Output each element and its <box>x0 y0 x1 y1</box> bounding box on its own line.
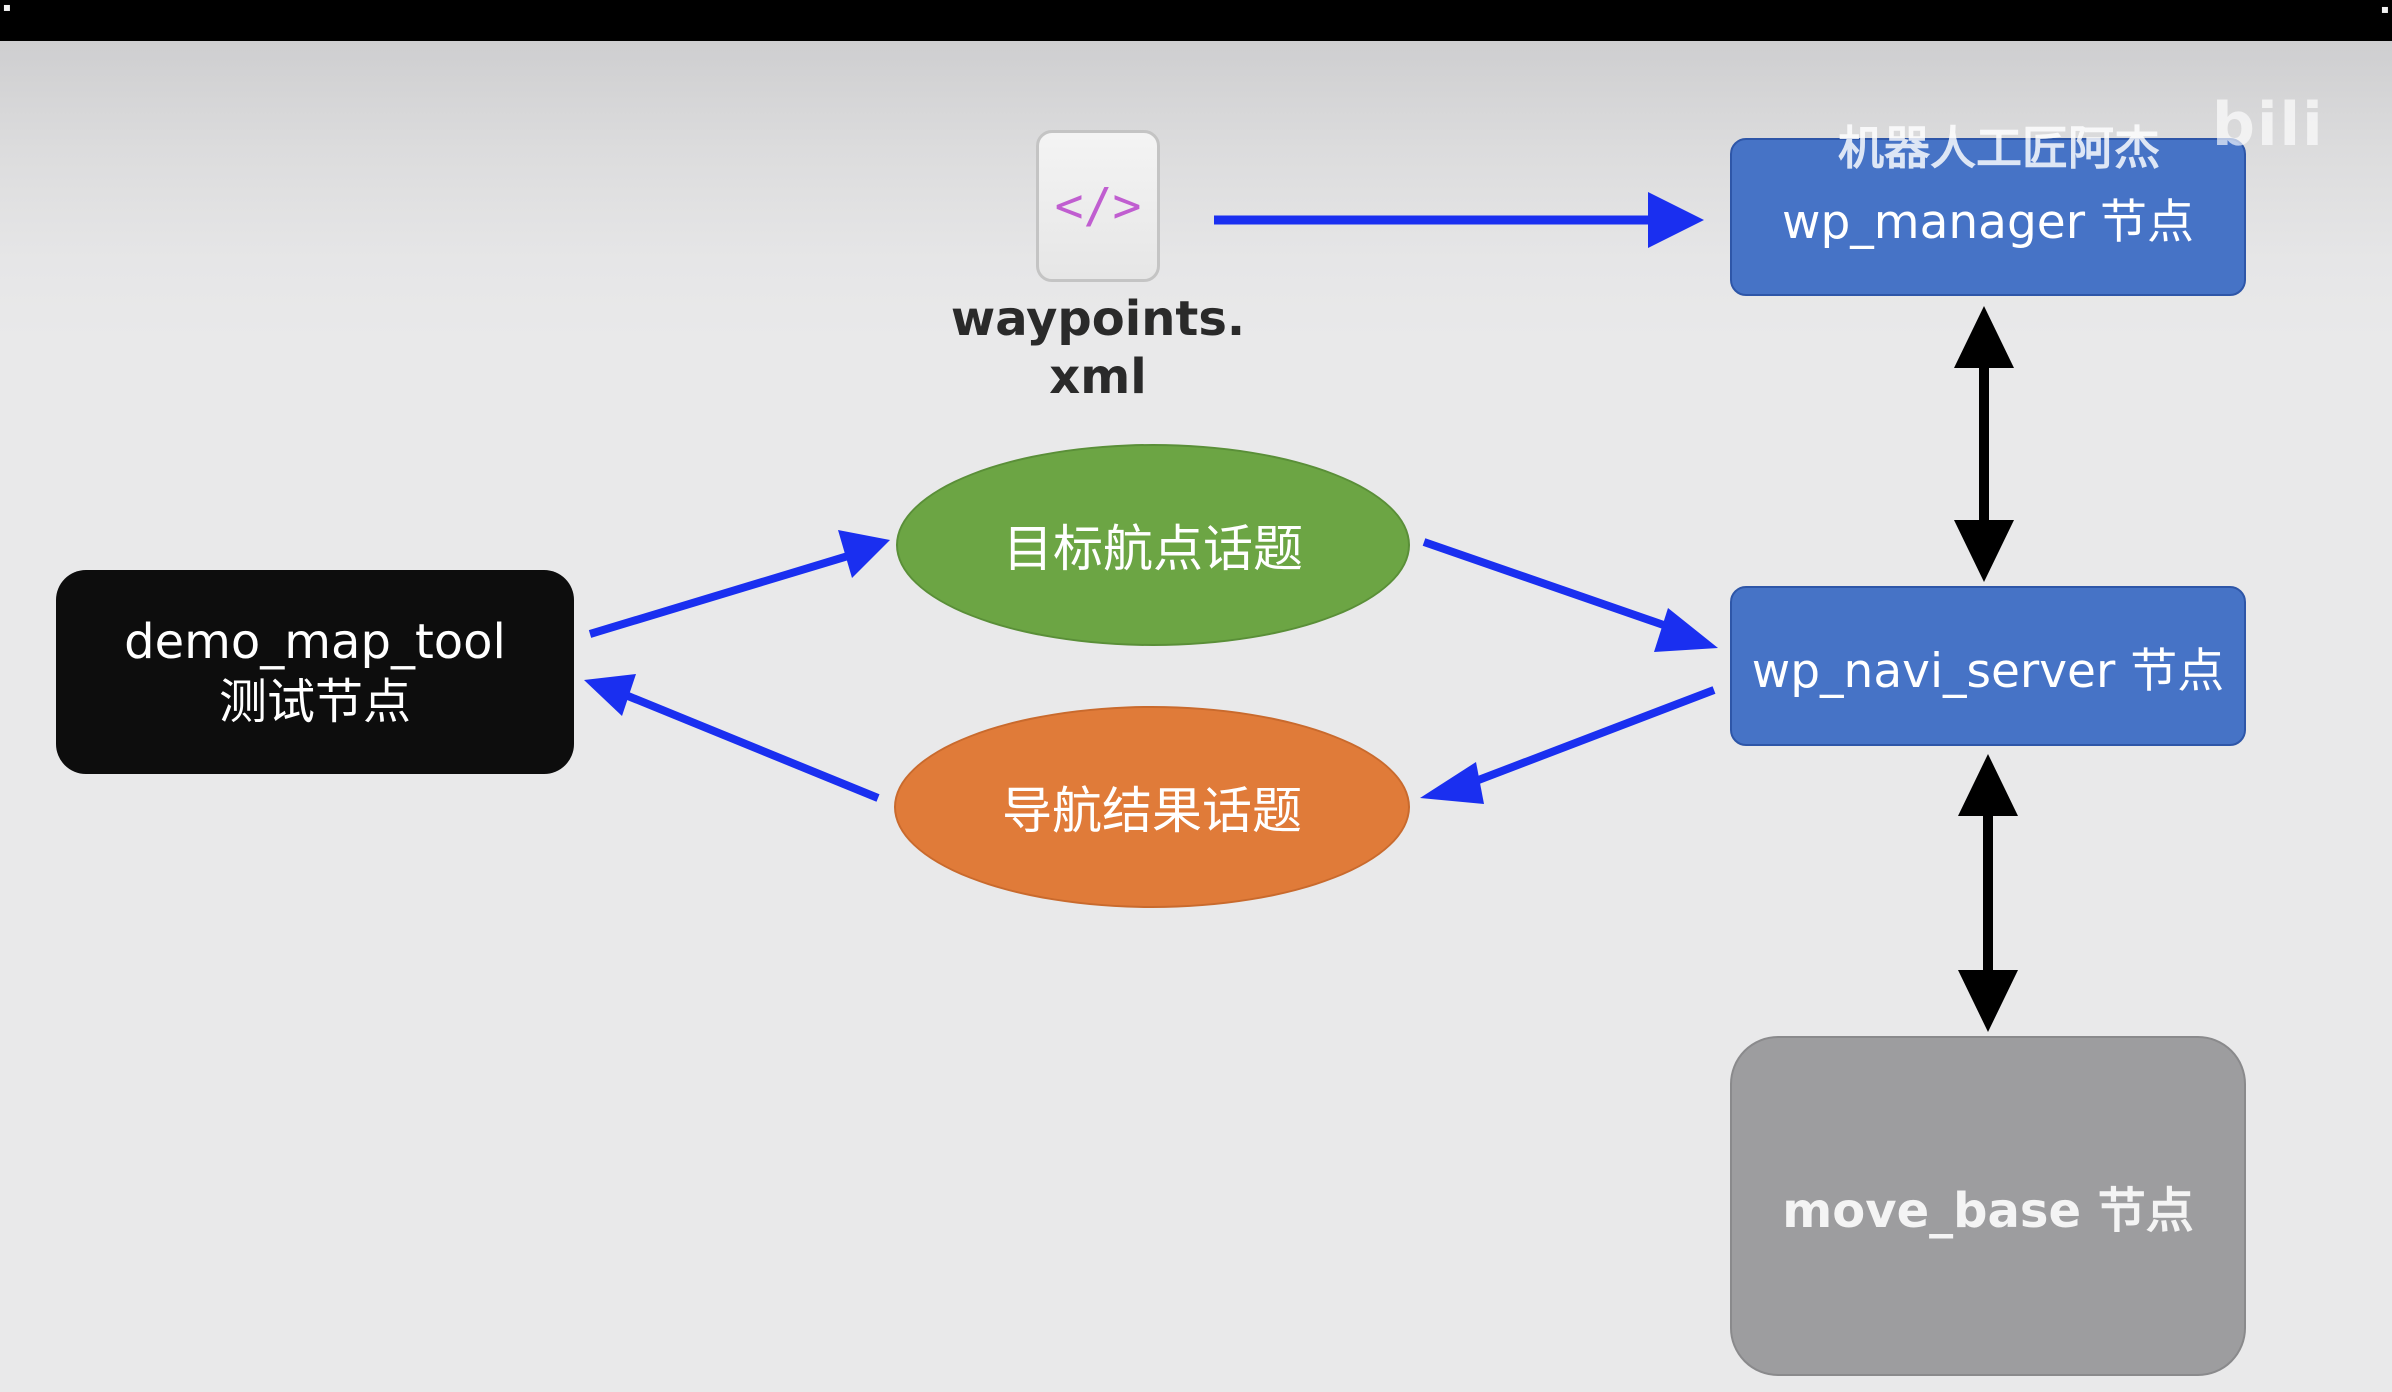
watermark-logo: bili <box>2212 90 2325 160</box>
goal-topic-label: 目标航点话题 <box>1003 520 1303 578</box>
demo-node-line2: 测试节点 <box>218 674 411 730</box>
result-topic-label: 导航结果话题 <box>1002 782 1302 840</box>
demo-map-tool-node: demo_map_tool 测试节点 <box>56 570 574 774</box>
watermark-text: 机器人工匠阿杰 <box>1838 121 2160 175</box>
result-topic-ellipse: 导航结果话题 <box>894 706 1410 908</box>
move-base-label: move_base 节点 <box>1782 1183 2194 1239</box>
file-name-line1: waypoints. <box>950 291 1246 347</box>
arrow-demo-to-goal-topic <box>588 530 890 638</box>
arrow-file-to-wp-manager <box>1214 192 1704 248</box>
demo-node-line1: demo_map_tool <box>124 614 506 670</box>
arrow-goal-topic-to-wp-navi <box>1422 538 1718 652</box>
file-name-line2: xml <box>1049 349 1147 405</box>
wp-manager-node: wp_manager 节点 <box>1730 138 2246 296</box>
wp-navi-server-node: wp_navi_server 节点 <box>1730 586 2246 746</box>
code-file-icon: </> <box>1036 130 1160 282</box>
arrow-wp-manager-wp-navi-bidirectional <box>1954 306 2014 582</box>
arrow-wp-navi-move-base-bidirectional <box>1958 754 2018 1032</box>
corner-marker-left-icon: ▪ <box>2 0 12 14</box>
arrow-wp-navi-to-result-topic <box>1420 686 1716 804</box>
wp-manager-label: wp_manager 节点 <box>1782 194 2194 250</box>
wp-navi-server-label: wp_navi_server 节点 <box>1751 643 2225 699</box>
move-base-node: move_base 节点 <box>1730 1036 2246 1376</box>
code-glyph: </> <box>1054 178 1142 234</box>
corner-marker-right-icon: ▪ <box>2380 2 2390 16</box>
top-black-bar <box>0 0 2392 41</box>
goal-topic-ellipse: 目标航点话题 <box>896 444 1410 646</box>
file-name-label: waypoints. xml <box>940 290 1256 406</box>
arrow-result-topic-to-demo <box>584 674 880 802</box>
